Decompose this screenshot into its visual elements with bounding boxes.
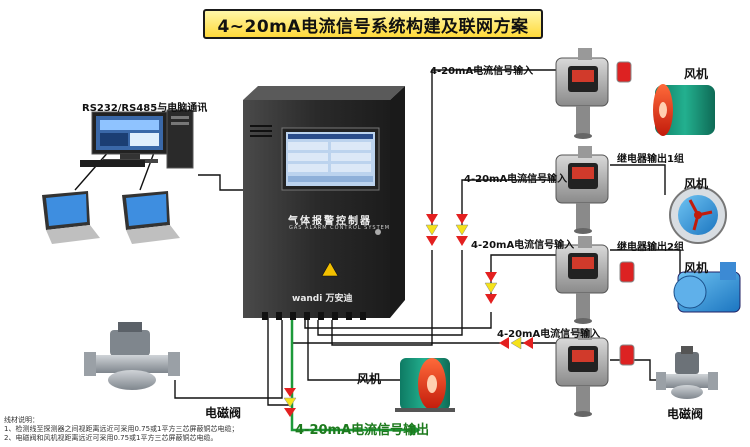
controller-subtitle: GAS ALARM CONTROL SYSTEM [289,225,391,231]
output-label: 4-20mA电流信号输出 [295,423,430,438]
input-label-3: 4-20mA电流信号输入 [471,240,575,251]
input-label-1: 4-20mA电流信号输入 [430,66,534,77]
arrow-red [499,337,509,349]
fan-label-2: 风机 [684,177,709,191]
arrow-yellow [425,224,439,236]
fan-label-3: 风机 [684,261,709,275]
arrow-yellow [283,397,297,408]
fan-blue-right [673,262,741,313]
input-label-2: 4-20mA电流信号输入 [464,174,568,185]
relay-output-label-1: 继电器输出1组 [617,154,684,165]
diagram-title: 4~20mA电流信号系统构建及联网方案 [203,9,543,39]
valve-right [656,346,718,399]
arrow-red [485,272,497,282]
notes-line-1: 1、检测线至探测器之间视距离远近可采用0.75或1平方三芯屏蔽铜芯电缆； [4,425,239,433]
output-line [290,320,410,432]
output-arrow [410,424,421,436]
arrow-red [523,337,533,349]
fan-label-4: 风机 [357,372,382,386]
fan-bottom-center [395,358,455,412]
laptop-right [122,191,180,244]
arrow-red [485,294,497,304]
controller-name: 气体报警控制器 [288,216,372,227]
input-arrows [283,214,533,417]
detector-1 [555,48,632,139]
fan-mid-right [669,186,727,244]
arrow-red [284,408,296,417]
arrow-yellow [510,336,522,350]
fan-label-1: 风机 [684,67,709,81]
laptop-left [42,191,100,244]
detector-4 [555,328,635,417]
notes-title: 线材说明： [4,416,39,424]
arrow-red [456,236,468,246]
fan-top-right [653,84,715,136]
relay-output-label-2: 继电器输出2组 [617,242,684,253]
pc-workstation [80,109,194,169]
rs-comm-label: RS232/RS485与电脑通讯 [82,103,208,114]
detector-3 [555,236,635,324]
arrow-red [284,388,296,397]
controller-cabinet [243,86,405,320]
valve-left [84,322,180,390]
valve-label-right: 电磁阀 [667,407,704,421]
notes-line-2: 2、电磁阀和风机视距离远近可采用0.75或1平方三芯屏蔽铜芯电缆。 [4,434,218,442]
arrow-red [426,236,438,246]
arrow-yellow [455,224,469,236]
arrow-yellow [484,282,498,294]
arrow-red [426,214,438,224]
valve-label-left: 电磁阀 [205,406,242,420]
input-label-4: 4-20mA电流信号输入 [497,329,601,340]
arrow-red [456,214,468,224]
detector-2 [555,146,609,234]
controller-brand: wandi 万安迪 [292,294,353,304]
